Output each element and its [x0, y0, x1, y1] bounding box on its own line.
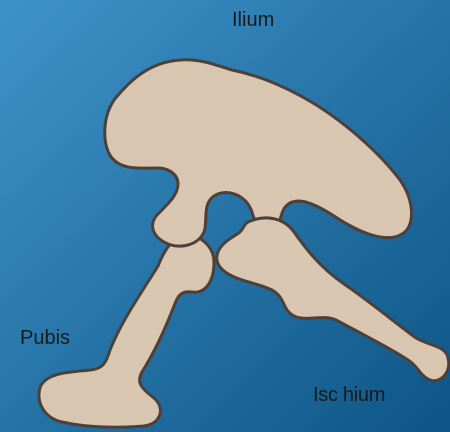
ilium-label: Ilium	[232, 10, 274, 30]
ischium-label: Isc hium	[313, 385, 385, 405]
pubis-label: Pubis	[20, 328, 70, 348]
